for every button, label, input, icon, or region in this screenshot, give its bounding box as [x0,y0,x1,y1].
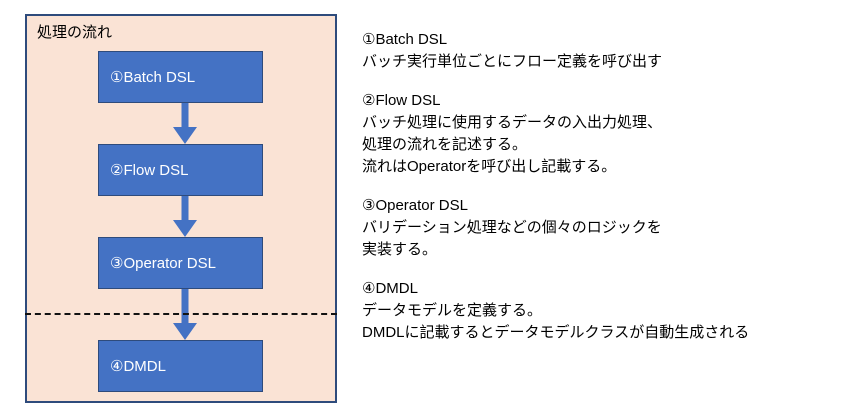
description-heading: ①Batch DSL [362,31,448,48]
description-heading: ②Flow DSL [362,92,441,109]
flow-diagram-title: 処理の流れ [37,24,113,41]
dashed-separator [25,313,337,315]
flow-box-flow-dsl[interactable]: ②Flow DSL [98,144,263,196]
flow-box-operator-dsl[interactable]: ③Operator DSL [98,237,263,289]
description-line: DMDLに記載するとデータモデルクラスが自動生成される [362,324,750,341]
flow-box-label: ②Flow DSL [110,162,189,179]
flow-diagram-container: 処理の流れ ①Batch DSL ②Flow DSL ③Operator DSL… [25,14,337,403]
description-line: バッチ処理に使用するデータの入出力処理、 [362,114,663,131]
description-heading: ③Operator DSL [362,197,468,214]
description-line: 実装する。 [362,241,438,258]
description-line: データモデルを定義する。 [362,302,543,319]
description-group-batch-dsl: ①Batch DSL バッチ実行単位ごとにフロー定義を呼び出す [362,29,848,73]
description-group-operator-dsl: ③Operator DSL バリデーション処理などの個々のロジックを 実装する。 [362,195,848,261]
description-line: バリデーション処理などの個々のロジックを [362,219,662,236]
flow-box-label: ①Batch DSL [110,69,196,86]
flow-box-label: ④DMDL [110,358,166,375]
description-line: 処理の流れを記述する。 [362,136,528,153]
flow-arrow-flow-to-operator [171,196,199,237]
description-panel: ①Batch DSL バッチ実行単位ごとにフロー定義を呼び出す ②Flow DS… [362,29,848,344]
flow-box-batch-dsl[interactable]: ①Batch DSL [98,51,263,103]
description-group-flow-dsl: ②Flow DSL バッチ処理に使用するデータの入出力処理、 処理の流れを記述す… [362,90,848,178]
description-heading: ④DMDL [362,280,418,297]
flow-arrow-batch-to-flow [171,103,199,144]
flow-box-label: ③Operator DSL [110,255,216,272]
description-group-dmdl: ④DMDL データモデルを定義する。 DMDLに記載するとデータモデルクラスが自… [362,278,848,344]
description-line: 流れはOperatorを呼び出し記載する。 [362,158,617,175]
description-line: バッチ実行単位ごとにフロー定義を呼び出す [362,53,663,70]
flow-box-dmdl[interactable]: ④DMDL [98,340,263,392]
